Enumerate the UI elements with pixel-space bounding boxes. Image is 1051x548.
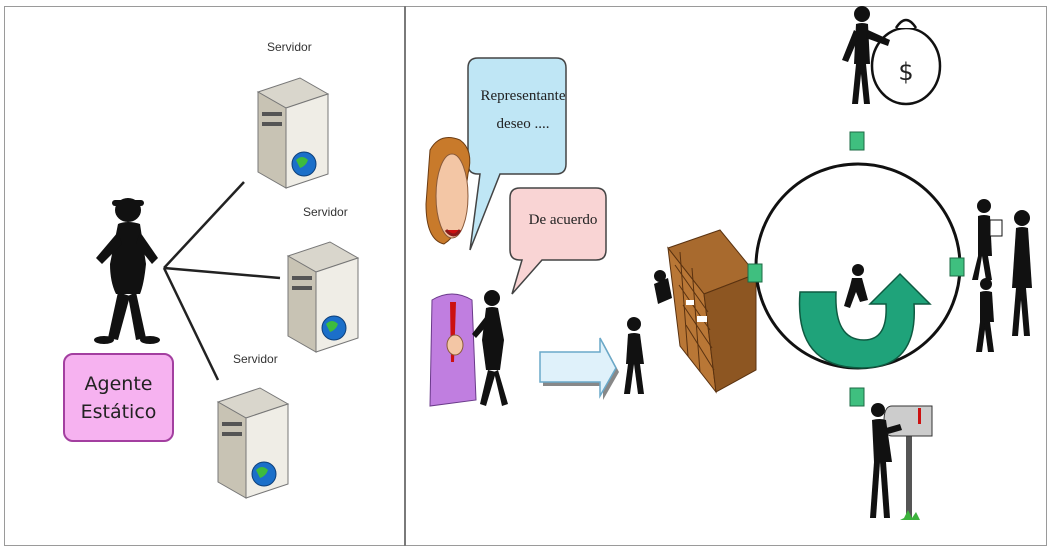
bubble-rep-text: Representante deseo .... bbox=[478, 82, 568, 138]
ring-node-left bbox=[747, 263, 763, 283]
money-bag-icon bbox=[870, 18, 942, 106]
client-figure-icon bbox=[472, 290, 508, 406]
connection-line-bottom bbox=[162, 267, 220, 381]
phone-figure-icon bbox=[1012, 210, 1032, 336]
money-symbol: $ bbox=[898, 58, 914, 86]
connection-line-top bbox=[163, 181, 245, 269]
figure-frame bbox=[4, 6, 1047, 546]
server-label: Servidor bbox=[303, 205, 348, 219]
runner-icon bbox=[844, 264, 868, 308]
ring-node-bottom bbox=[849, 387, 865, 407]
ring-node-right bbox=[949, 257, 965, 277]
mailbox-icon bbox=[883, 405, 933, 520]
panel-divider bbox=[404, 6, 406, 546]
ring-node-top bbox=[849, 131, 865, 151]
bubble-rep-line2: deseo .... bbox=[496, 116, 550, 132]
agent-label-line2: Estático bbox=[80, 400, 157, 423]
server-icon bbox=[286, 241, 360, 353]
cabinet-icon bbox=[667, 229, 757, 394]
salesman-icon bbox=[425, 137, 477, 407]
banker-figure-icon bbox=[842, 6, 890, 104]
server-label: Servidor bbox=[233, 352, 278, 366]
cycle-arrow-icon bbox=[798, 272, 932, 369]
speech-bubble-representante bbox=[467, 57, 567, 251]
agent-figure-icon bbox=[94, 198, 160, 344]
connection-line-middle bbox=[163, 266, 281, 280]
agent-label-line1: Agente bbox=[84, 372, 153, 395]
server-icon bbox=[216, 387, 290, 499]
bubble-rep-line1: Representante bbox=[480, 88, 566, 104]
server-icon bbox=[256, 77, 330, 189]
filing-person-icon bbox=[654, 270, 672, 304]
bubble-ok-text: De acuerdo bbox=[528, 212, 598, 228]
mail-carrier-icon bbox=[870, 403, 902, 518]
speech-bubble-de-acuerdo bbox=[509, 187, 607, 295]
walker-figure-icon bbox=[976, 278, 994, 352]
agent-walker-icon bbox=[624, 317, 644, 394]
server-label: Servidor bbox=[267, 40, 312, 54]
transfer-arrow-icon bbox=[539, 337, 619, 400]
reader-figure-icon bbox=[972, 199, 1003, 280]
static-agent-label: Agente Estático bbox=[63, 353, 174, 442]
